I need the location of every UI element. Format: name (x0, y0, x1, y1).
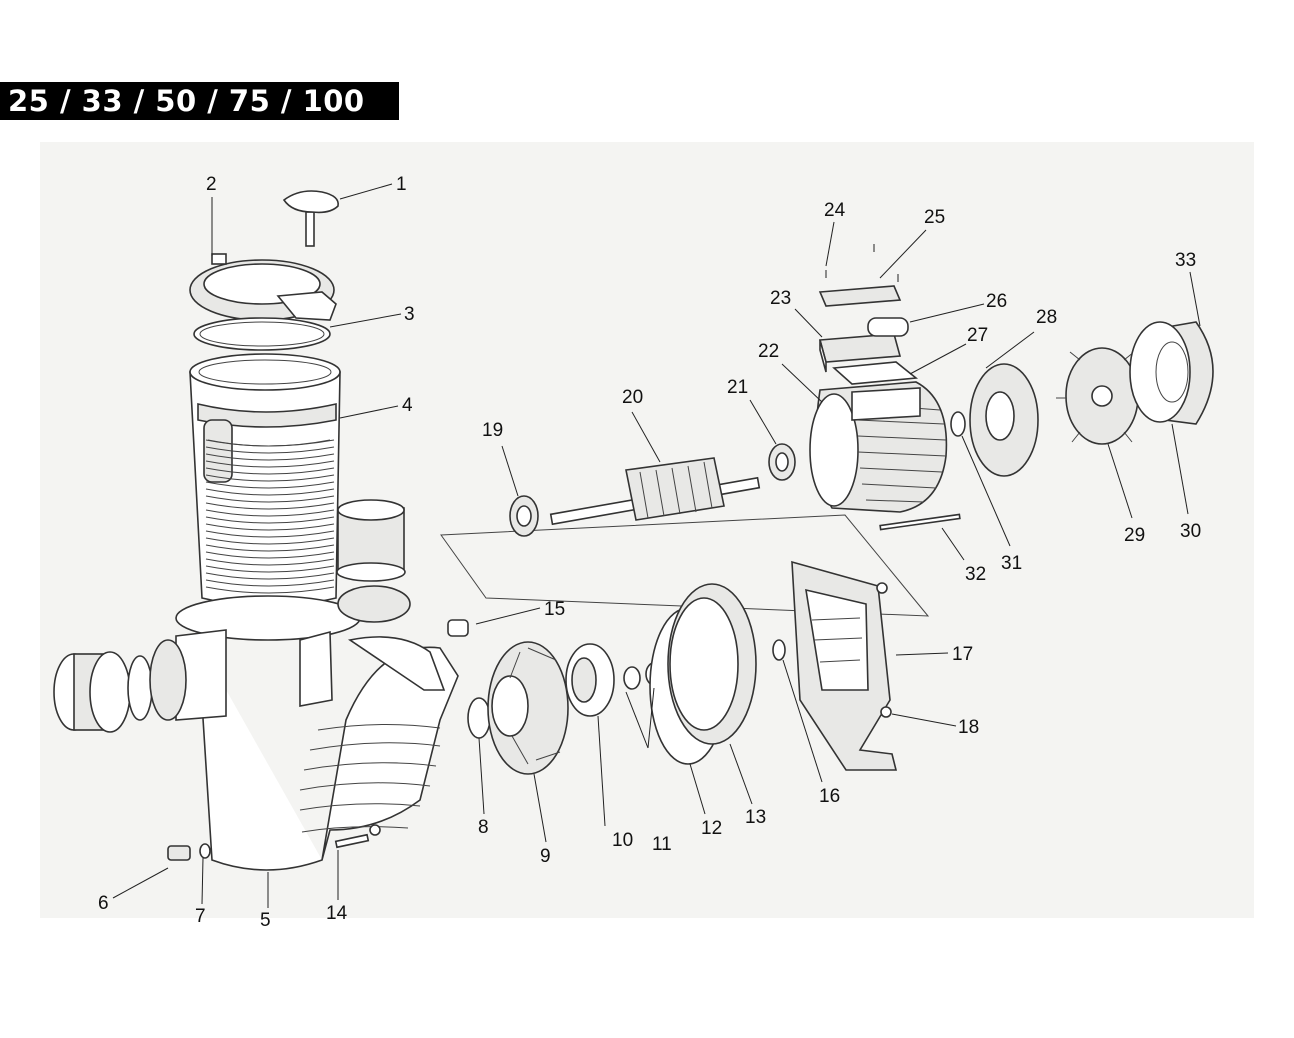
part-impeller (565, 643, 615, 717)
part-strainer-basket (189, 353, 341, 607)
basket-rib (205, 474, 335, 482)
basket-rib (205, 467, 335, 475)
callout-27: 27 (967, 325, 988, 346)
part-pump-housing (175, 595, 459, 871)
callout-6: 6 (98, 893, 109, 914)
part-fan (1056, 347, 1148, 445)
basket-rib (205, 530, 335, 538)
callout-29: 29 (1124, 525, 1145, 546)
basket-rib (205, 579, 335, 587)
basket-rib (205, 481, 335, 489)
part-rotor-shaft (549, 457, 761, 526)
callout-8: 8 (478, 817, 489, 838)
basket-rib (205, 502, 335, 510)
part-fan-cover (1129, 321, 1214, 425)
part-front-bearing (509, 495, 539, 537)
callout-32: 32 (965, 564, 986, 585)
part-rear-bearing (768, 443, 796, 481)
basket-rib (205, 565, 335, 573)
callout-22: 22 (758, 341, 779, 362)
part-shaft-seal (772, 639, 786, 661)
leader-lines (112, 183, 1201, 908)
part-lid-oring (193, 317, 331, 351)
assembly-outline (440, 514, 930, 617)
model-title: 25 / 33 / 50 / 75 / 100 (8, 84, 365, 118)
basket-rib (205, 544, 335, 552)
callout-14: 14 (326, 903, 348, 924)
part-outlet-union (336, 499, 411, 623)
basket-rib (205, 488, 335, 496)
callout-4: 4 (402, 395, 413, 416)
part-motor-bracket (791, 560, 898, 771)
basket-rib (205, 572, 335, 580)
callout-16: 16 (819, 786, 840, 807)
model-title-bar: 25 / 33 / 50 / 75 / 100 (0, 82, 399, 120)
callout-20: 20 (622, 387, 643, 408)
callout-13: 13 (745, 807, 766, 828)
part-plug (447, 619, 469, 637)
basket-rib (205, 516, 335, 524)
callout-15: 15 (544, 599, 565, 620)
callout-30: 30 (1180, 521, 1201, 542)
basket-rib (205, 446, 335, 454)
part-knob (282, 190, 339, 247)
callout-23: 23 (770, 288, 791, 309)
part-motor-housing (809, 381, 948, 513)
callout-12: 12 (701, 818, 722, 839)
part-diffuser (487, 641, 569, 775)
part-drain-plug (167, 843, 211, 861)
basket-rib (205, 558, 335, 566)
basket-rib (205, 509, 335, 517)
basket-rib (205, 460, 335, 468)
basket-rib (205, 495, 335, 503)
callout-33: 33 (1175, 250, 1196, 271)
callout-11: 11 (652, 834, 672, 855)
callout-17: 17 (952, 644, 973, 665)
basket-rib (205, 537, 335, 545)
callout-7: 7 (195, 906, 206, 927)
basket-rib (205, 439, 335, 447)
part-inlet-union (53, 639, 187, 733)
callout-10: 10 (612, 830, 633, 851)
callout-2: 2 (206, 174, 217, 195)
callout-1: 1 (396, 174, 407, 195)
callout-5: 5 (260, 910, 271, 931)
callout-24: 24 (824, 200, 846, 221)
callout-labels: 1 2 3 4 5 6 7 8 9 10 11 12 13 14 15 16 1… (98, 174, 1201, 931)
callout-21: 21 (727, 377, 748, 398)
callout-28: 28 (1036, 307, 1057, 328)
callout-3: 3 (404, 304, 415, 325)
callout-19: 19 (482, 420, 503, 441)
part-diffuser-oring (467, 697, 491, 739)
basket-rib (205, 586, 335, 594)
callout-25: 25 (924, 207, 945, 228)
basket-ribs (205, 439, 335, 594)
basket-rib (205, 453, 335, 461)
part-screw-washer (334, 824, 381, 849)
callout-31: 31 (1001, 553, 1022, 574)
callout-9: 9 (540, 846, 551, 867)
callout-18: 18 (958, 717, 979, 738)
part-seal-plate (667, 583, 757, 745)
part-lid (189, 253, 337, 321)
part-terminal-box-assembly (818, 244, 919, 385)
basket-rib (205, 523, 335, 531)
part-rear-cover (969, 363, 1039, 477)
callout-26: 26 (986, 291, 1007, 312)
basket-rib (205, 551, 335, 559)
part-tie-rod (879, 513, 961, 531)
part-wave-washer (950, 411, 966, 437)
